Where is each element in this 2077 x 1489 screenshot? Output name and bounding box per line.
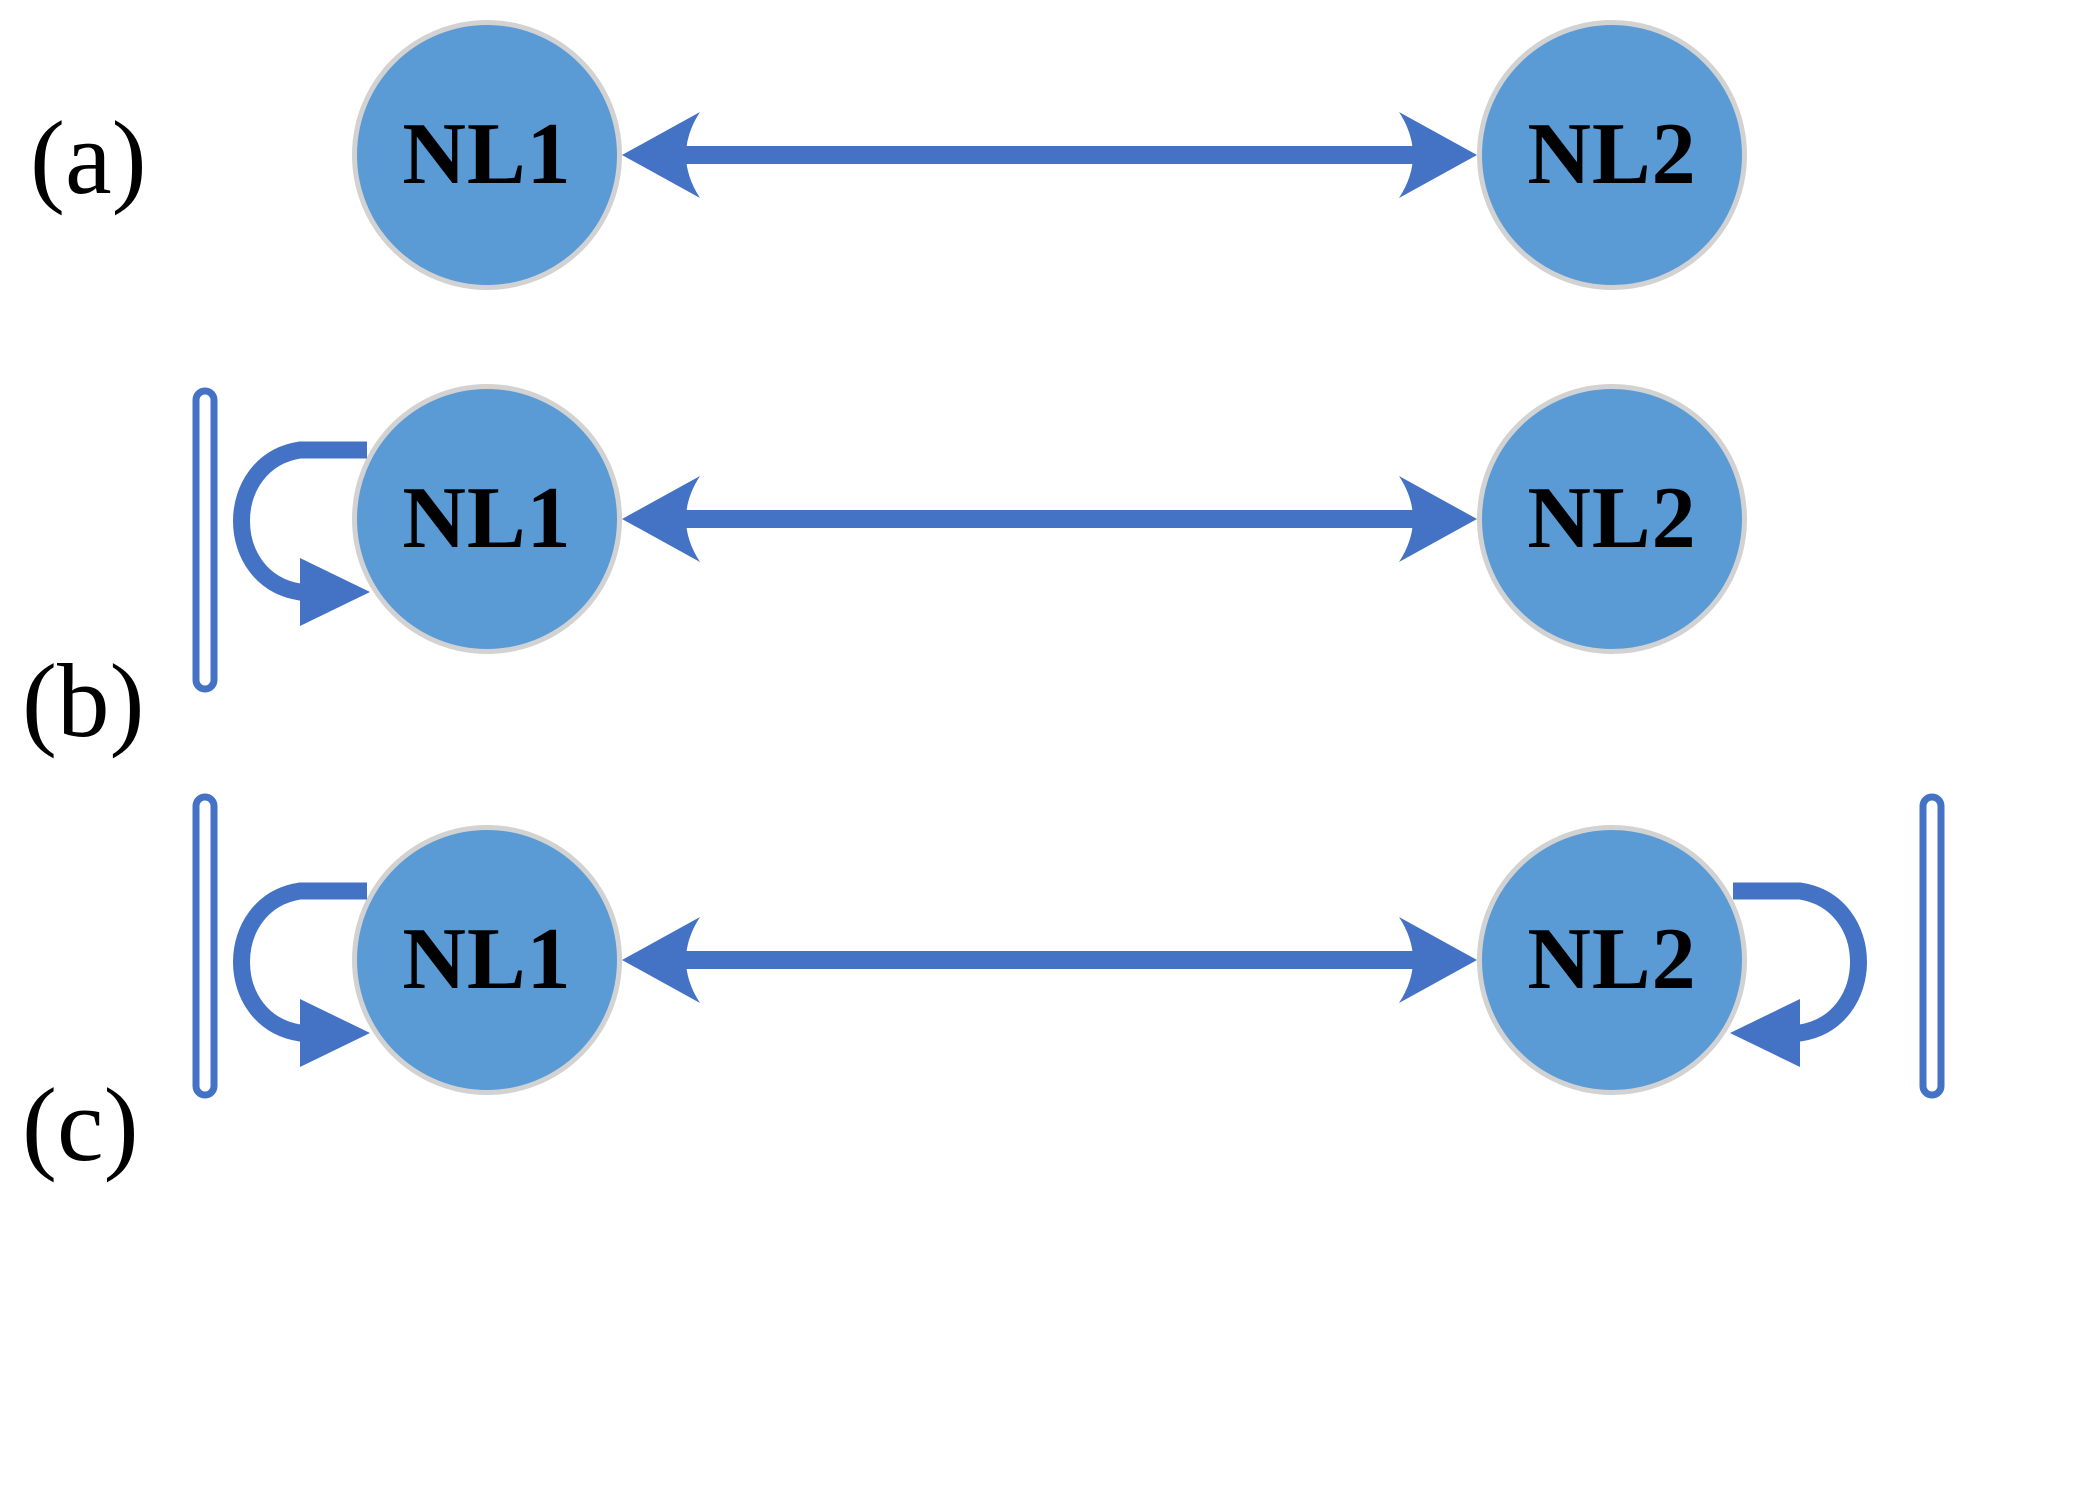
coupling-arrow-panel-a[interactable] (622, 112, 1477, 198)
self-loop-nl1-panel-b[interactable] (233, 441, 371, 626)
node-nl1-panel-c[interactable]: NL1 (352, 825, 622, 1095)
coupling-arrow-panel-b[interactable] (622, 476, 1477, 562)
boundary-bar-right-panel-c (1919, 793, 1945, 1099)
boundary-bar-left-panel-c (192, 793, 218, 1099)
node-nl2-panel-a[interactable]: NL2 (1477, 20, 1747, 290)
boundary-bar-left-panel-b (192, 387, 218, 693)
node-label: NL1 (402, 106, 572, 203)
panel-label-b: (b) (22, 642, 145, 759)
coupling-arrow-panel-c[interactable] (622, 917, 1477, 1003)
node-label: NL1 (402, 911, 572, 1008)
node-label: NL2 (1527, 470, 1697, 567)
node-label: NL2 (1527, 911, 1697, 1008)
node-nl2-panel-c[interactable]: NL2 (1477, 825, 1747, 1095)
self-loop-nl1-panel-c[interactable] (233, 882, 371, 1067)
node-nl2-panel-b[interactable]: NL2 (1477, 384, 1747, 654)
panel-label-a: (a) (30, 99, 147, 216)
node-label: NL1 (402, 470, 572, 567)
node-nl1-panel-a[interactable]: NL1 (352, 20, 622, 290)
panel-label-c: (c) (22, 1066, 139, 1183)
node-label: NL2 (1527, 106, 1697, 203)
self-loop-nl2-panel-c[interactable] (1730, 882, 1867, 1067)
node-nl1-panel-b[interactable]: NL1 (352, 384, 622, 654)
